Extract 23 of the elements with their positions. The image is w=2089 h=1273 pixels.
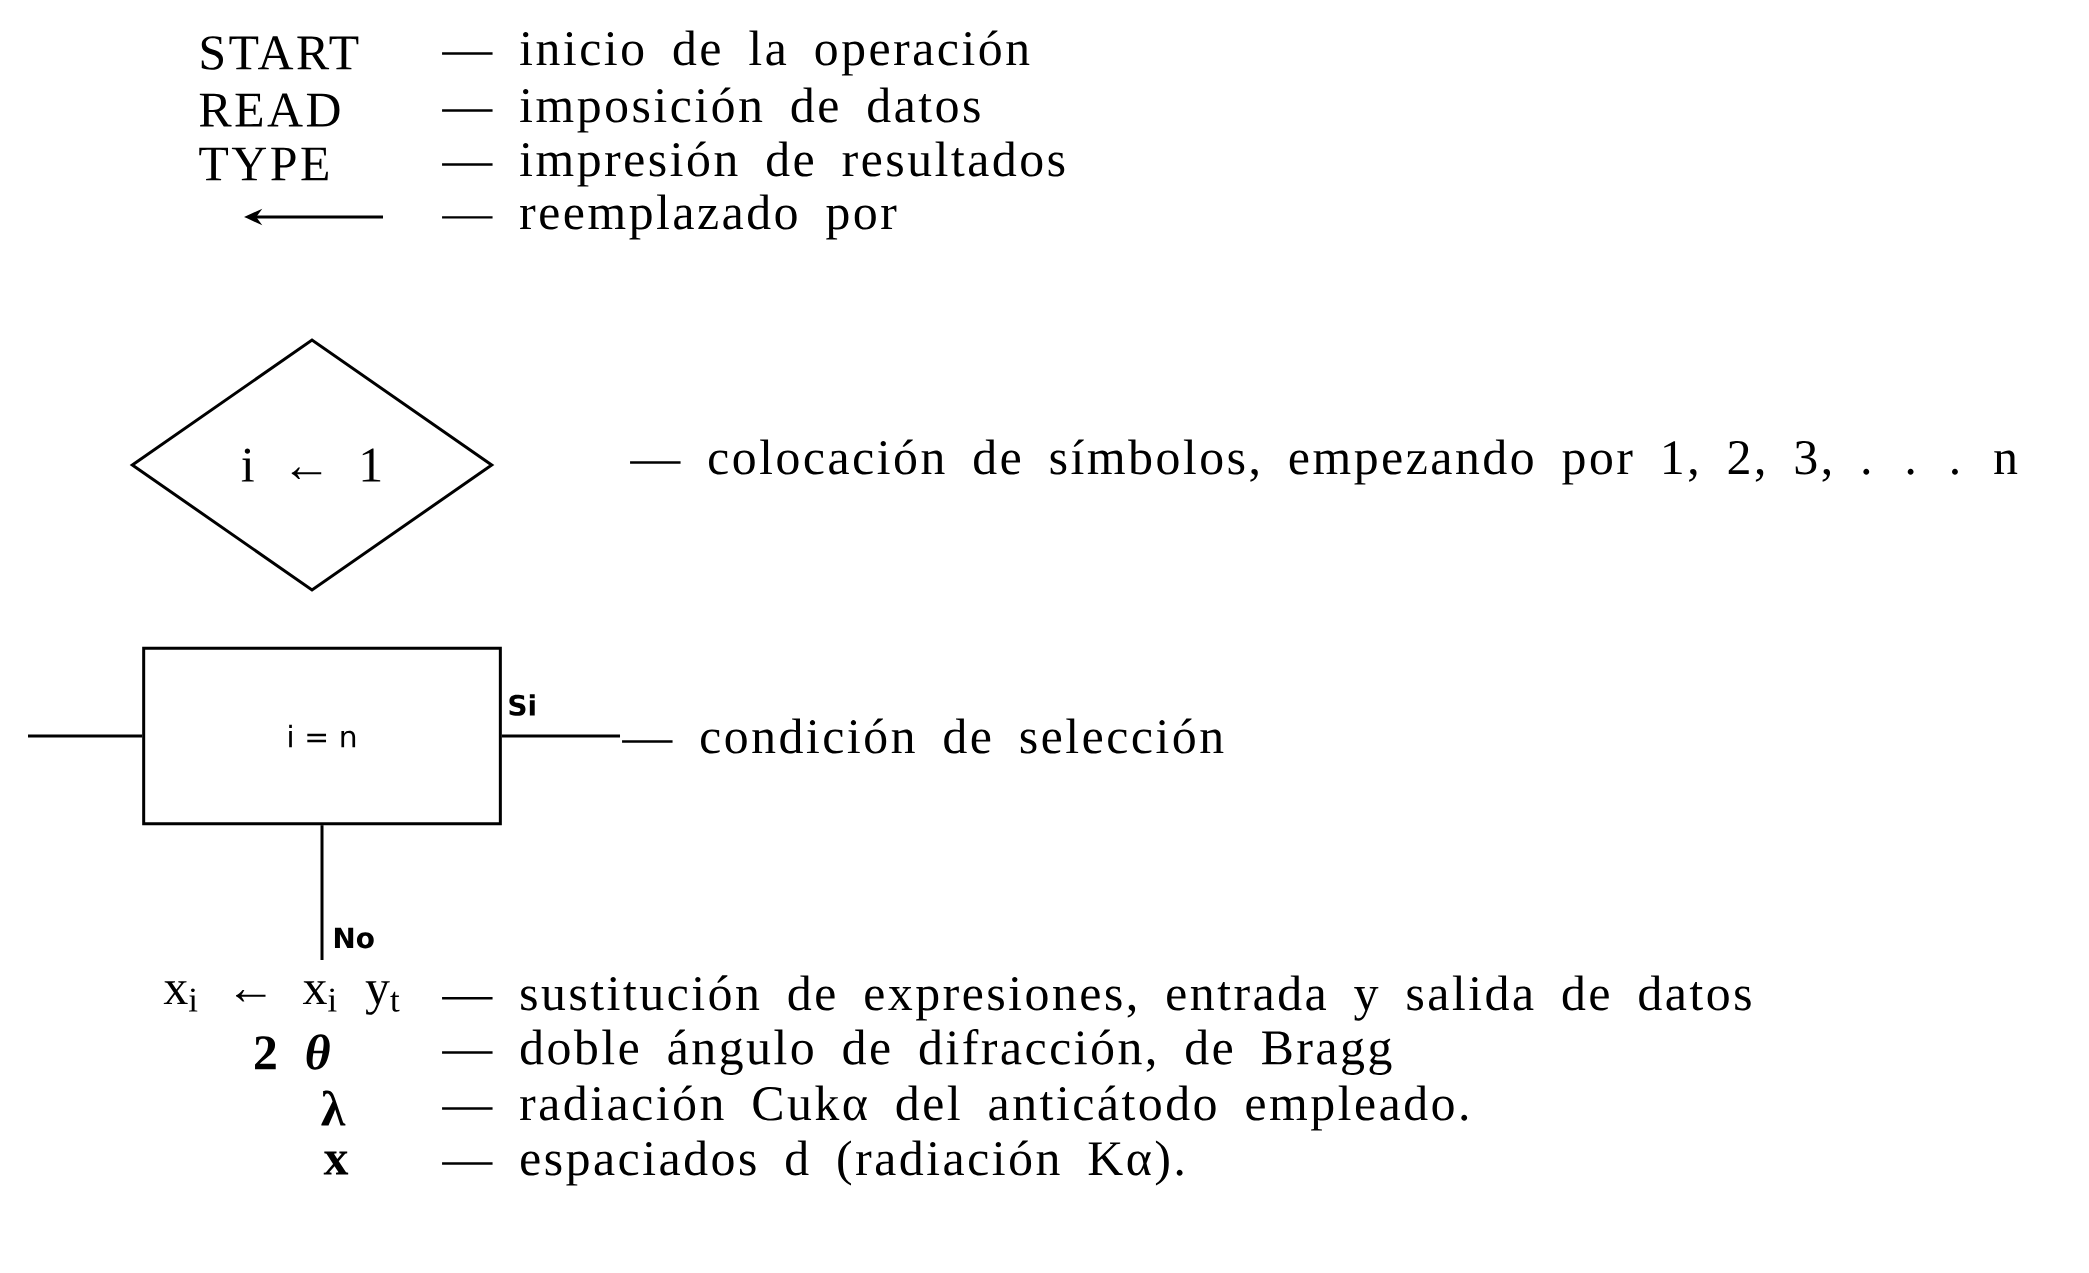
connector-line — [501, 734, 620, 738]
symbol-label: 2 θ — [255, 1034, 330, 1070]
edge-label: Si — [509, 694, 535, 716]
description-text: — inicio de la operación — [442, 30, 1030, 76]
description-text: — espaciados d (radiación Kα). — [442, 1140, 1183, 1186]
connector-line — [28, 734, 143, 738]
description-text: — reemplazado por — [442, 194, 897, 240]
description-text: — sustitución de expresiones, entrada y salida de datos — [442, 975, 1751, 1021]
description-text: — doble ángulo de difracción, de Bragg — [442, 1029, 1392, 1075]
process-box: i = n — [142, 646, 502, 826]
description-text: — imposición de datos — [442, 87, 980, 133]
description-text: — condición de selección — [622, 718, 1224, 754]
symbol-label: λ — [321, 1090, 346, 1126]
symbol-label: START — [201, 36, 359, 70]
description-text: — colocación de símbolos, empezando por 1, 2, 3, . . . n — [630, 439, 2018, 485]
description-text: — radiación Cukα del anticátodo empleado. — [442, 1085, 1468, 1131]
symbol-label: READ — [199, 93, 340, 127]
edge-label: No — [334, 927, 374, 949]
symbol-label: x$_{i}$ ← x$_{i}$ y$_{t}$ — [163, 981, 400, 1015]
connector-line — [320, 825, 324, 960]
symbol-label: TYPE — [199, 147, 328, 181]
description-text: — impresión de resultados — [442, 141, 1065, 187]
symbol-label: x — [323, 1151, 349, 1175]
